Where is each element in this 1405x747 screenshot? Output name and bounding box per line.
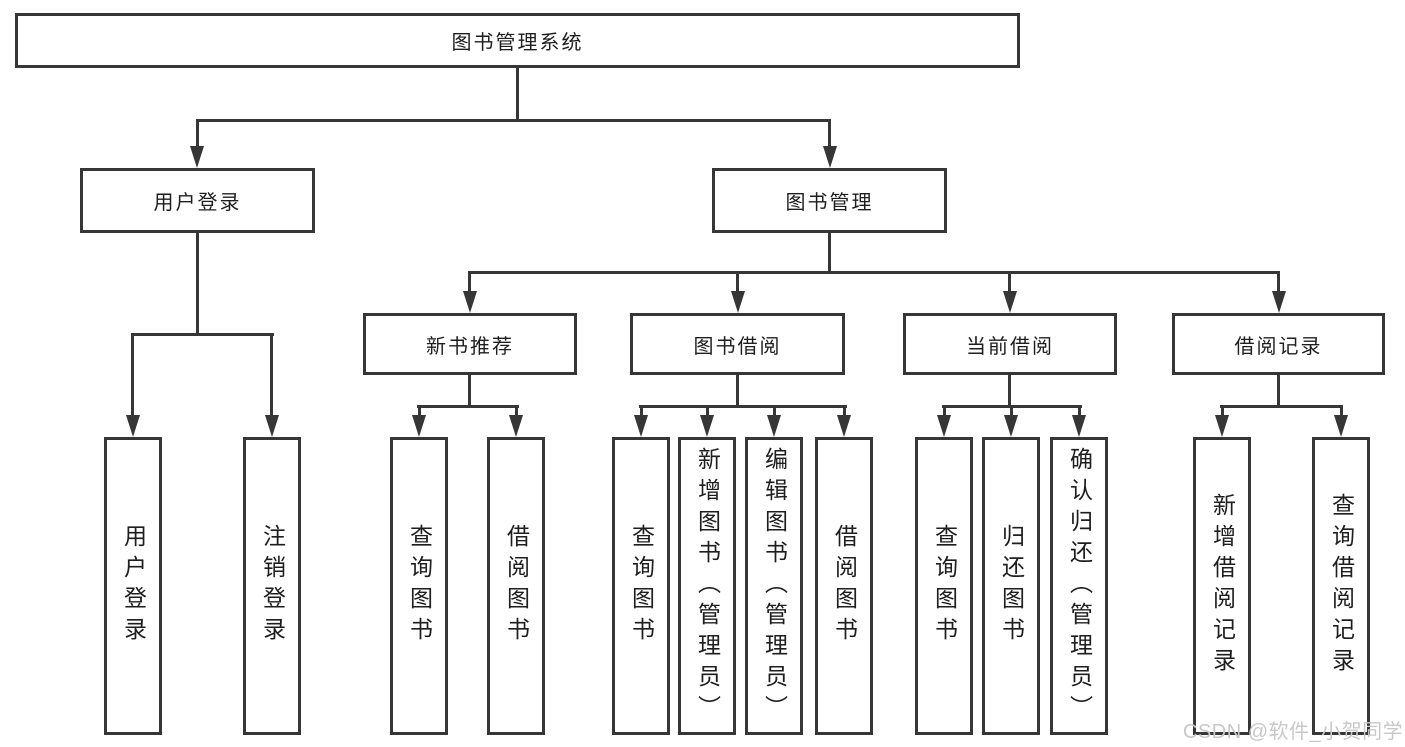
connector-line	[639, 405, 847, 408]
connector-line	[828, 233, 831, 274]
leaf-confirm-return-admin: 确认归还（管理员）	[1050, 437, 1108, 735]
connector-line	[131, 333, 134, 417]
connector-line	[468, 375, 471, 408]
leaf-label: 查询图书	[406, 524, 433, 648]
arrowhead-icon	[463, 291, 477, 313]
leaf-label: 查询借阅记录	[1328, 493, 1355, 679]
node-user-login: 用户登录	[80, 168, 315, 233]
connector-line	[468, 271, 471, 295]
node-book-borrow: 图书借阅	[630, 313, 845, 375]
leaf-return-book: 归还图书	[982, 437, 1040, 735]
leaf-add-borrow-record: 新增借阅记录	[1193, 437, 1251, 735]
connector-line	[1340, 405, 1343, 418]
leaf-borrow-books-recommend: 借阅图书	[487, 437, 545, 735]
connector-line	[515, 405, 518, 418]
connector-line	[773, 405, 776, 418]
arrowhead-icon	[634, 415, 648, 437]
node-root: 图书管理系统	[15, 13, 1020, 68]
connector-line	[736, 375, 739, 408]
leaf-query-books-recommend: 查询图书	[390, 437, 448, 735]
leaf-label: 借阅图书	[831, 524, 858, 648]
connector-line	[1221, 405, 1224, 418]
arrowhead-icon	[509, 415, 523, 437]
arrowhead-icon	[1072, 415, 1086, 437]
leaf-add-book-admin: 新增图书（管理员）	[678, 437, 736, 735]
connector-line	[1010, 405, 1013, 418]
node-new-book-recommend: 新书推荐	[363, 313, 577, 375]
leaf-label: 归还图书	[998, 524, 1025, 648]
connector-line	[943, 405, 946, 418]
leaf-query-books-borrow: 查询图书	[612, 437, 670, 735]
arrowhead-icon	[767, 415, 781, 437]
arrowhead-icon	[1334, 415, 1348, 437]
arrowhead-icon	[937, 415, 951, 437]
arrowhead-icon	[412, 415, 426, 437]
connector-line	[1220, 405, 1343, 408]
arrowhead-icon	[1215, 415, 1229, 437]
arrowhead-icon	[1272, 291, 1286, 313]
arrowhead-icon	[126, 415, 140, 437]
leaf-label: 用户登录	[120, 524, 147, 648]
arrowhead-icon	[190, 146, 204, 168]
connector-line	[736, 271, 739, 295]
connector-line	[418, 405, 421, 418]
leaf-label: 确认归还（管理员）	[1066, 446, 1093, 726]
connector-line	[196, 233, 199, 335]
connector-line	[196, 119, 199, 150]
leaf-label: 借阅图书	[503, 524, 530, 648]
leaf-label: 新增借阅记录	[1209, 493, 1236, 679]
leaf-user-login: 用户登录	[104, 437, 162, 735]
connector-line	[1277, 375, 1280, 408]
arrowhead-icon	[731, 291, 745, 313]
arrowhead-icon	[265, 415, 279, 437]
leaf-label: 注销登录	[259, 524, 286, 648]
node-borrow-records: 借阅记录	[1172, 313, 1385, 375]
connector-line	[468, 271, 1280, 274]
arrowhead-icon	[1003, 291, 1017, 313]
node-current-borrow: 当前借阅	[903, 313, 1117, 375]
connector-line	[131, 333, 274, 336]
connector-line	[417, 405, 519, 408]
leaf-logout: 注销登录	[243, 437, 301, 735]
arrowhead-icon	[823, 146, 837, 168]
connector-line	[516, 68, 519, 122]
leaf-label: 查询图书	[628, 524, 655, 648]
connector-line	[270, 333, 273, 417]
connector-line	[1008, 375, 1011, 408]
connector-line	[640, 405, 643, 418]
connector-line	[843, 405, 846, 418]
connector-line	[1277, 271, 1280, 295]
arrowhead-icon	[1004, 415, 1018, 437]
leaf-edit-book-admin: 编辑图书（管理员）	[745, 437, 803, 735]
arrowhead-icon	[837, 415, 851, 437]
connector-line	[196, 119, 831, 122]
connector-line	[1008, 271, 1011, 295]
leaf-label: 新增图书（管理员）	[694, 446, 721, 726]
leaf-query-books-current: 查询图书	[915, 437, 973, 735]
leaf-borrow-books: 借阅图书	[815, 437, 873, 735]
leaf-query-borrow-record: 查询借阅记录	[1312, 437, 1370, 735]
leaf-label: 编辑图书（管理员）	[761, 446, 788, 726]
arrowhead-icon	[700, 415, 714, 437]
watermark: CSDN @软件_小贺同学	[1183, 721, 1404, 743]
connector-line	[828, 119, 831, 150]
node-book-management: 图书管理	[712, 168, 947, 233]
leaf-label: 查询图书	[931, 524, 958, 648]
connector-line	[706, 405, 709, 418]
connector-line	[1078, 405, 1081, 418]
